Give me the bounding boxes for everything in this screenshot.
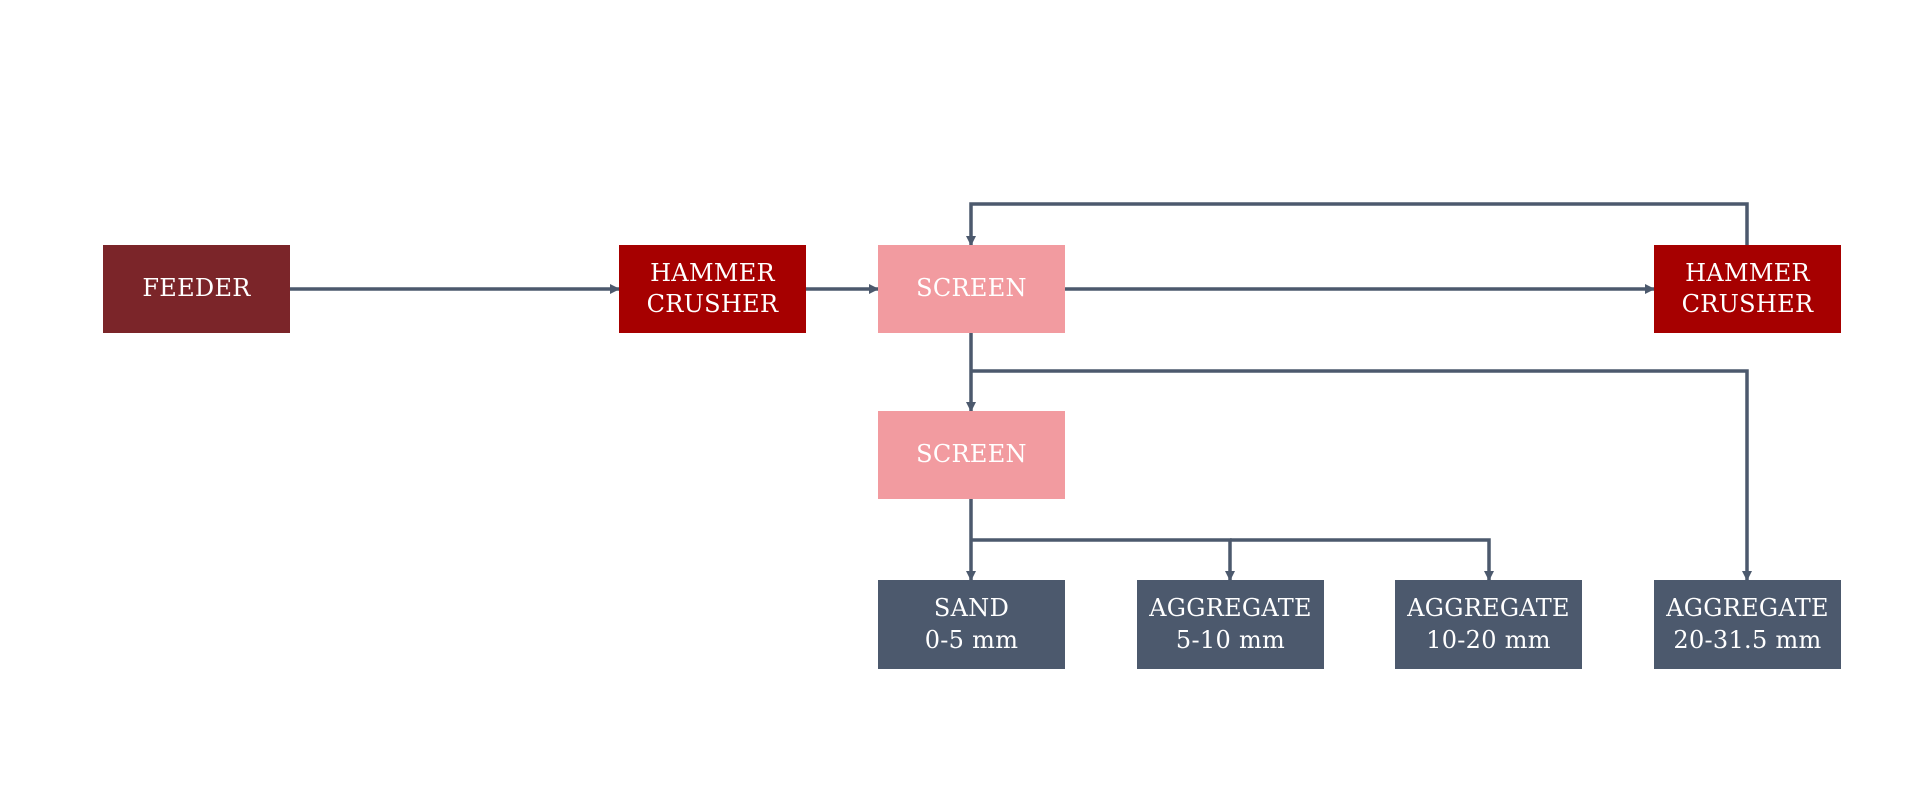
sand-label: SAND <box>933 594 1010 623</box>
hammer-crusher-label-line2: CRUSHER <box>646 290 779 318</box>
sand-size-label: 0-5 mm <box>924 625 1019 654</box>
aggregate-5-10-node: AGGREGATE 5-10 mm <box>1137 580 1324 669</box>
aggregate-5-10-size-label: 5-10 mm <box>1175 625 1286 654</box>
second-screen-label: SCREEN <box>916 440 1027 469</box>
aggregate-10-20-node: AGGREGATE 10-20 mm <box>1395 580 1582 669</box>
connector-second-screen-to-aggregate-10-20 <box>1230 538 1494 581</box>
hammer-crusher-label-line1: HAMMER <box>650 258 775 287</box>
aggregate-20-31-5-node: AGGREGATE 20-31.5 mm <box>1654 580 1841 669</box>
secondary-hammer-crusher-node: HAMMER CRUSHER <box>1654 245 1841 333</box>
hammer-crusher-node: HAMMER CRUSHER <box>619 245 806 333</box>
aggregate-5-10-label: AGGREGATE <box>1149 594 1312 623</box>
screen-node: SCREEN <box>878 245 1065 333</box>
aggregate-10-20-size-label: 10-20 mm <box>1426 625 1551 654</box>
screen-label: SCREEN <box>916 274 1027 303</box>
second-screen-node: SCREEN <box>878 411 1065 499</box>
feeder-label: FEEDER <box>142 274 251 303</box>
aggregate-20-31-5-label: AGGREGATE <box>1666 594 1829 623</box>
feeder-node: FEEDER <box>103 245 290 333</box>
connector-second-screen-to-aggregate-5-10 <box>971 538 1235 581</box>
connector-secondary-hammer-crusher-return-to-screen <box>966 202 1749 246</box>
connector-screen-to-aggregate-20-31-5 <box>971 369 1752 581</box>
sand-product-node: SAND 0-5 mm <box>878 580 1065 669</box>
aggregate-20-31-5-size-label: 20-31.5 mm <box>1673 625 1822 654</box>
secondary-hammer-crusher-label-line2: CRUSHER <box>1681 290 1814 318</box>
aggregate-10-20-label: AGGREGATE <box>1407 594 1570 623</box>
secondary-hammer-crusher-label-line1: HAMMER <box>1685 258 1810 287</box>
